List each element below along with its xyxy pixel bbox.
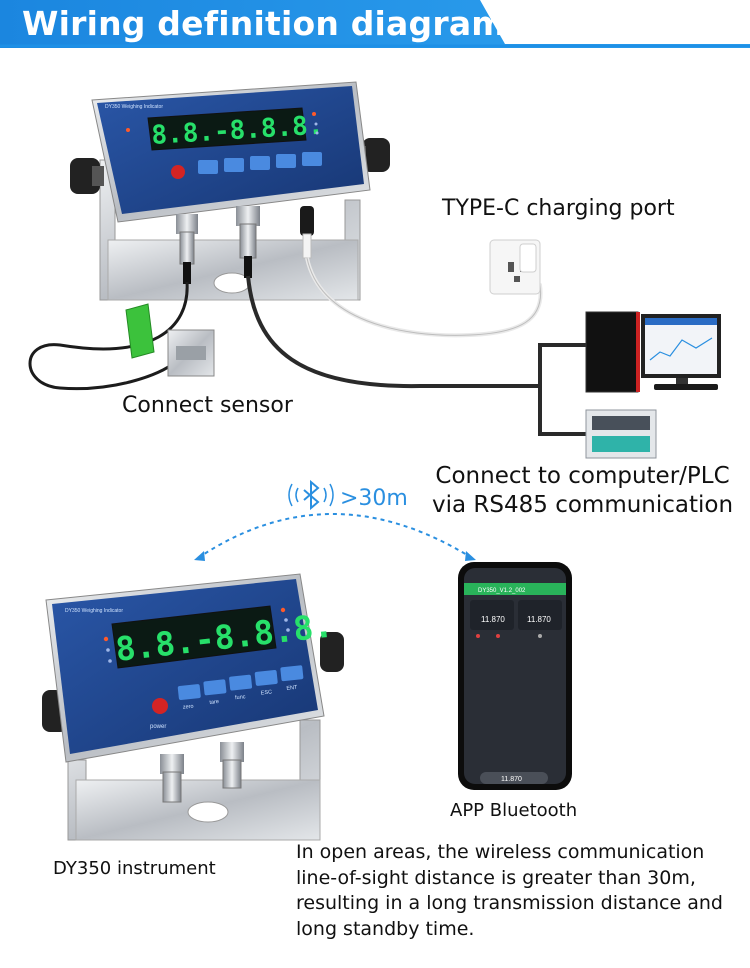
bottom-panel-title: DY350 Weighing Indicator [65, 608, 123, 614]
instrument-label: DY350 instrument [53, 858, 216, 879]
computer-plc-label: Connect to computer/PLC via RS485 commun… [432, 462, 733, 520]
key-button [302, 152, 322, 166]
computer-label-line1: Connect to computer/PLC [435, 463, 730, 489]
connector-rs485-icon [220, 742, 244, 789]
knob-right-icon [320, 632, 344, 672]
bluetooth-range-label: >30m [340, 486, 408, 511]
power-socket-icon [489, 239, 541, 295]
key-label: tare [209, 699, 219, 706]
bluetooth-range-arc [197, 513, 473, 559]
power-button-icon [171, 165, 185, 179]
key-label: ESC [261, 689, 273, 696]
page-title: Wiring definition diagram [22, 4, 506, 43]
power-label: power [150, 724, 166, 730]
bottom-instrument: DY350 Weighing Indicator 8.8.-8.8.8. pow… [42, 573, 344, 841]
connector-sensor-icon [160, 754, 184, 803]
key-tare [203, 679, 227, 696]
rs485-cable [246, 275, 540, 389]
key-button [224, 158, 244, 172]
indicator-led [103, 636, 109, 642]
phone-icon: DY350_V1.2_002 11.870 11.870 11.870 [458, 562, 572, 790]
phone-header: DY350_V1.2_002 [478, 588, 526, 594]
power-button-icon [152, 698, 168, 714]
sensor-icon [125, 303, 215, 377]
computer-label-line2: via RS485 communication [432, 492, 734, 518]
phone-value-left: 11.870 [481, 615, 505, 624]
key-ent [280, 665, 304, 682]
sensor-cable [28, 281, 189, 391]
indicator-led [126, 128, 130, 132]
header-banner [0, 0, 750, 48]
key-label: zero [183, 704, 194, 711]
sensor-label: Connect sensor [122, 393, 293, 418]
phone-footer-value: 11.870 [501, 776, 522, 783]
key-label: ENT [286, 685, 298, 692]
computer-icon [585, 311, 721, 393]
app-bluetooth-label: APP Bluetooth [450, 800, 578, 821]
top-instrument: DY350 Weighing Indicator 8.8.-8.8.8. [70, 81, 390, 301]
key-label: func [235, 694, 246, 701]
key-button [276, 154, 296, 168]
top-panel-title: DY350 Weighing Indicator [105, 104, 163, 110]
key-button [250, 156, 270, 170]
phone-value-right: 11.870 [527, 615, 551, 624]
indicator-led [280, 607, 286, 613]
key-esc [254, 670, 278, 686]
plc-icon [585, 409, 657, 459]
bluetooth-icon [288, 479, 334, 511]
knob-left-icon [70, 158, 104, 194]
connector-rs485-icon [236, 206, 260, 278]
indicator-led [312, 112, 316, 116]
key-zero [177, 684, 201, 700]
connector-sensor-icon [176, 214, 198, 284]
key-button [198, 160, 218, 174]
typec-label: TYPE-C charging port [442, 196, 675, 221]
description-text: In open areas, the wireless communicatio… [296, 841, 723, 940]
key-func [229, 674, 253, 691]
